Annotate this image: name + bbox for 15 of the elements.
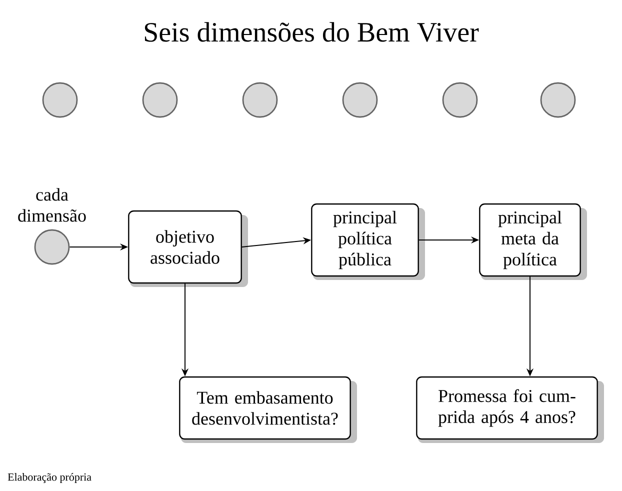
- process-box: Promessa foi cum-prida após 4 anos?: [416, 376, 604, 443]
- title: Seis dimensões do Bem Viver: [144, 22, 479, 42]
- process-box: principal política pública: [311, 203, 425, 280]
- process-box: principal meta da política: [479, 203, 587, 280]
- process-box: Tem embasamento desenvolvimentista?: [179, 376, 357, 443]
- node-caption: cada dimensão: [18, 188, 86, 222]
- process-box: objetivo associado: [128, 210, 248, 287]
- circle: [142, 82, 178, 118]
- circle: [42, 82, 78, 118]
- circle: [34, 229, 70, 265]
- circle: [540, 82, 576, 118]
- caption: Elaboração própria: [8, 473, 92, 483]
- circle: [342, 82, 378, 118]
- circle: [242, 82, 278, 118]
- circle: [442, 82, 478, 118]
